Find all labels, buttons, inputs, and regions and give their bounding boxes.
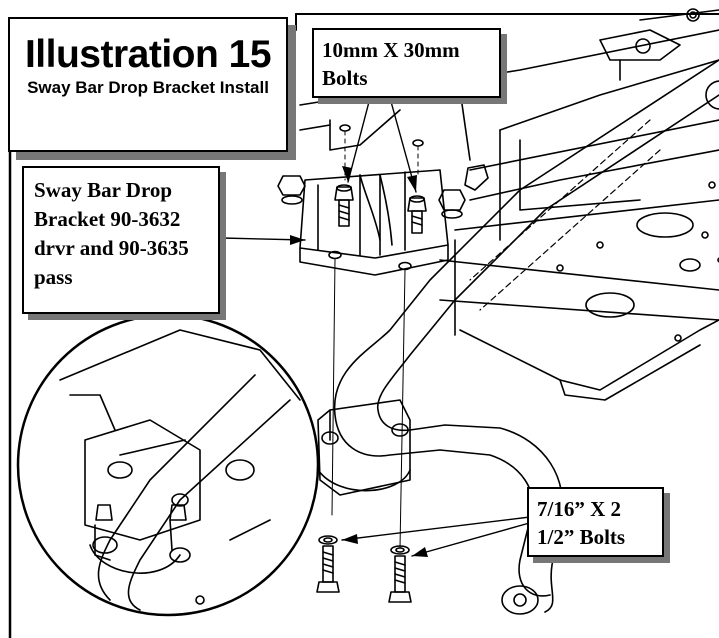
illustration-title: Illustration 15: [24, 33, 272, 76]
illustration-title-box: Illustration 15 Sway Bar Drop Bracket In…: [8, 17, 288, 152]
sway-bar: [333, 59, 719, 615]
leader-bolt716-left: [341, 516, 531, 541]
callout-716-bolts: 7/16” X 2 1/2” Bolts: [527, 487, 664, 557]
arrowhead-bolt716-right: [412, 547, 428, 557]
arrowhead-bolt10-left: [342, 166, 352, 182]
sway-bar-bushing: [317, 399, 411, 496]
drop-bracket: [299, 124, 449, 549]
bolt-10mm-right: [407, 195, 427, 234]
frame-nuts: [277, 164, 489, 219]
leader-bolt716-right: [411, 521, 534, 557]
callout-drop-bracket: Sway Bar Drop Bracket 90-3632 drvr and 9…: [22, 166, 220, 314]
bolt-716-right: [388, 545, 412, 603]
illustration-subtitle: Sway Bar Drop Bracket Install: [27, 78, 269, 97]
callout-10mm-bolts: 10mm X 30mm Bolts: [312, 28, 501, 98]
arrowhead-bolt716-left: [342, 534, 358, 544]
arrowhead-bracket: [290, 235, 305, 245]
bolt-10mm-left: [334, 184, 354, 227]
vehicle-frame: [299, 8, 719, 401]
bolt-716-left: [316, 535, 340, 593]
inset-detail: [16, 313, 320, 617]
arrowhead-bolt10-right: [407, 175, 417, 192]
